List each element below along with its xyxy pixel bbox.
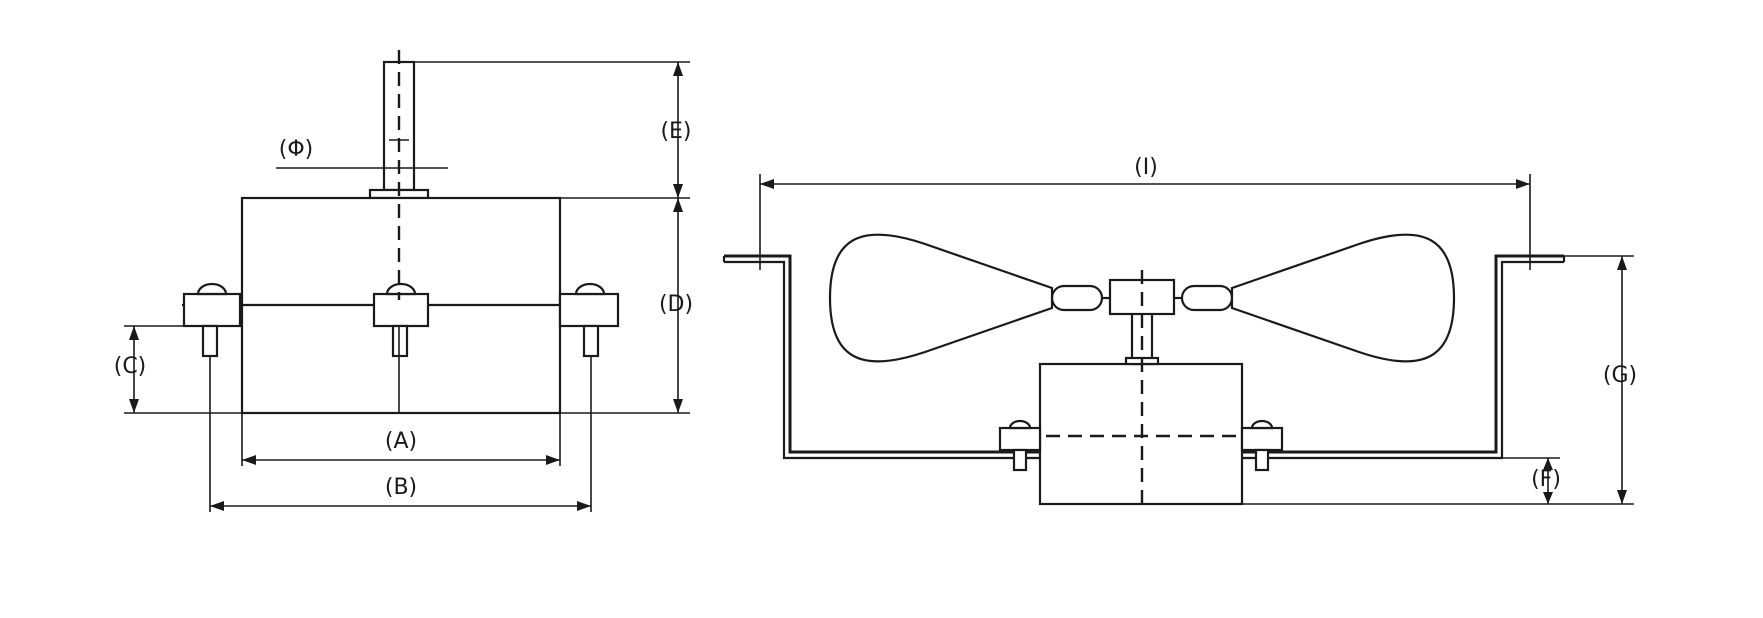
dimension-phi: (Φ) — [276, 137, 448, 169]
label-c: (C) — [114, 354, 147, 379]
left-mounting-bracket — [182, 282, 242, 358]
fan-motor-left-bracket — [998, 419, 1042, 472]
label-f: (F) — [1531, 467, 1561, 492]
label-g: (G) — [1603, 363, 1637, 388]
label-e: (E) — [660, 119, 691, 144]
dimension-a: (A) — [241, 413, 561, 466]
fan-assembly-view — [722, 233, 1566, 512]
right-mounting-bracket — [558, 282, 620, 358]
center-mounting-bracket — [372, 282, 430, 358]
dimension-c: (C) — [114, 325, 242, 414]
dimension-e: (E) — [414, 61, 692, 199]
fan-motor-right-bracket — [1240, 419, 1284, 472]
label-a: (A) — [385, 429, 417, 454]
dimension-i: (I) — [759, 155, 1531, 270]
dimension-b: (B) — [209, 356, 592, 512]
right-blade-connector — [1180, 284, 1234, 312]
right-fan-blade — [1230, 233, 1456, 363]
left-blade-connector — [1050, 284, 1104, 312]
motor-side-view — [182, 50, 620, 415]
label-phi: (Φ) — [279, 137, 313, 162]
label-d: (D) — [659, 292, 693, 317]
left-fan-blade — [828, 233, 1054, 363]
dimension-g: (G) — [1242, 255, 1637, 505]
label-b: (B) — [385, 475, 417, 500]
dimension-d: (D) — [560, 198, 693, 414]
dimension-f: (F) — [1502, 457, 1561, 504]
label-i: (I) — [1134, 155, 1158, 180]
